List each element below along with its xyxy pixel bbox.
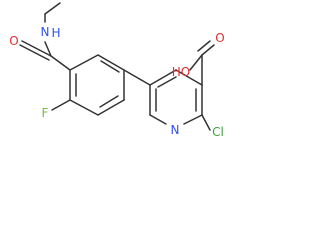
bond-ethyl-ch3 bbox=[44, 2, 61, 15]
atom-amide-oxygen: O bbox=[9, 34, 18, 48]
bond-pyridine-3 bbox=[183, 114, 203, 125]
bond-benzene-1 bbox=[69, 54, 99, 71]
bond-pyridine-double-c bbox=[157, 76, 177, 88]
atom-fluorine: F bbox=[42, 106, 49, 120]
atom-amide-nitrogen-hydrogen: H bbox=[51, 26, 60, 40]
bond-benzene-double-a bbox=[100, 60, 120, 73]
atom-labels: O N H F HO O N Cl bbox=[9, 25, 224, 139]
bond-n-carbonyl bbox=[44, 41, 52, 57]
bond-amide-co-1 bbox=[21, 40, 52, 57]
bond-acid-co-1 bbox=[201, 44, 215, 56]
bond-carbonyl-ring bbox=[50, 55, 71, 71]
chemical-structure-diagram: O N H F HO O N Cl bbox=[9, 2, 225, 139]
bond-c-f bbox=[51, 99, 71, 111]
atom-chlorine: Cl bbox=[212, 125, 224, 139]
bonds bbox=[19, 2, 215, 131]
bond-pyridine-6 bbox=[149, 69, 177, 86]
atom-acid-carbonyl-oxygen: O bbox=[215, 31, 224, 45]
bond-c-cl bbox=[201, 114, 211, 131]
bond-benzene-5 bbox=[69, 99, 99, 116]
bond-amide-co-2 bbox=[19, 44, 50, 61]
bond-benzene-4 bbox=[97, 99, 125, 116]
bond-acid-co-2 bbox=[197, 40, 211, 52]
atom-acid-hydroxyl: HO bbox=[172, 65, 190, 79]
bond-pyridine-2 bbox=[149, 114, 167, 125]
bond-benzene-2 bbox=[97, 54, 125, 71]
atom-pyridine-nitrogen: N bbox=[171, 123, 180, 137]
bond-acid-oh bbox=[189, 54, 203, 71]
bond-benzene-double-b bbox=[99, 95, 119, 108]
atom-amide-nitrogen: N bbox=[41, 25, 50, 39]
bond-biaryl bbox=[123, 69, 151, 86]
bond-pyridine-5 bbox=[175, 69, 203, 86]
